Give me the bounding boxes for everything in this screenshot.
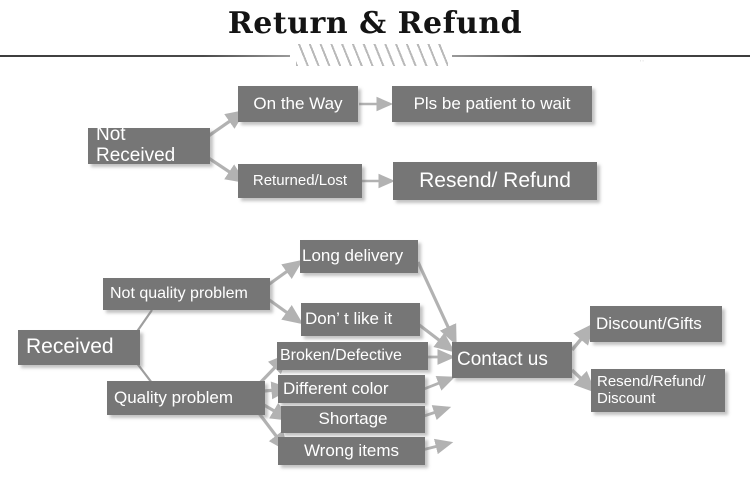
node-resend-refund-discount[interactable]: Resend/Refund/ Discount [591, 369, 725, 412]
node-dont-like-it[interactable]: Don’ t like it [301, 303, 420, 336]
node-on-the-way[interactable]: On the Way [238, 86, 358, 122]
header-hatch-ornament [296, 44, 448, 66]
node-quality-problem[interactable]: Quality problem [107, 381, 265, 415]
node-wrong-items[interactable]: Wrong items [278, 437, 425, 465]
header-faint-marks: '' [640, 60, 645, 66]
header-rule-right [452, 55, 750, 57]
node-broken-defective[interactable]: Broken/Defective [277, 342, 428, 370]
node-different-color[interactable]: Different color [278, 375, 425, 403]
node-pls-be-patient-to-wait[interactable]: Pls be patient to wait [392, 86, 592, 122]
node-resend-refund[interactable]: Resend/ Refund [393, 162, 597, 200]
node-discount-gifts[interactable]: Discount/Gifts [590, 306, 722, 342]
node-returned-lost[interactable]: Returned/Lost [238, 164, 362, 198]
page-title: Return & Refund [227, 6, 523, 41]
node-contact-us[interactable]: Contact us [452, 342, 572, 378]
node-received[interactable]: Received [18, 330, 140, 365]
node-not-received[interactable]: Not Received [88, 125, 210, 166]
header-rule-left [0, 55, 290, 57]
node-long-delivery[interactable]: Long delivery [300, 240, 418, 273]
node-shortage[interactable]: Shortage [281, 406, 425, 433]
node-not-quality-problem[interactable]: Not quality problem [103, 278, 270, 310]
